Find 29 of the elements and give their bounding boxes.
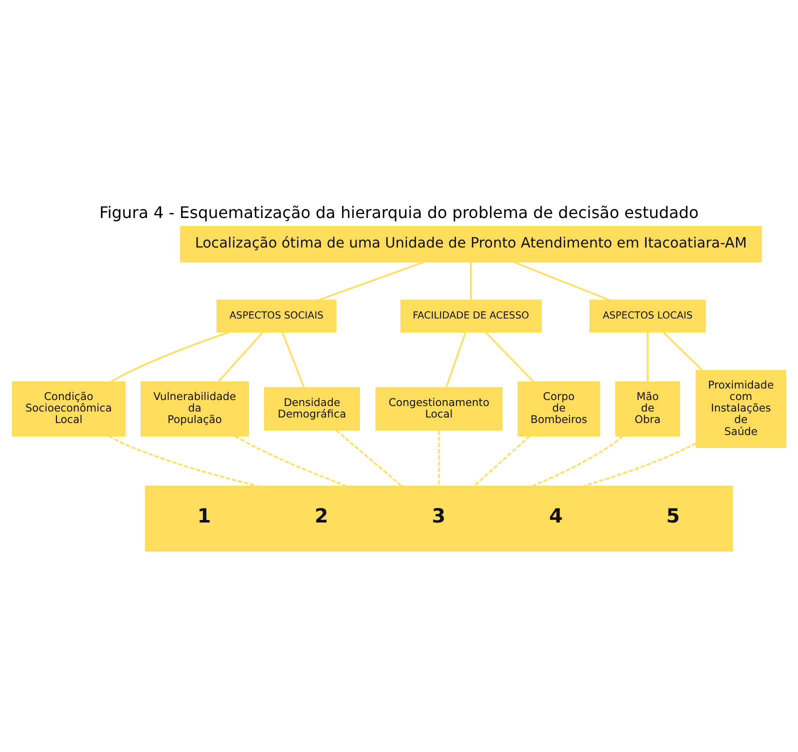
node-box: Condição Socioeconômica Local: [12, 380, 126, 436]
node-box: FACILIDADE DE ACESSO: [400, 299, 542, 332]
node-box: Congestionamento Local: [375, 386, 502, 430]
connector: [662, 331, 703, 370]
node-box: Corpo de Bombeiros: [518, 380, 600, 436]
connector: [470, 262, 472, 300]
connector: [532, 434, 624, 486]
connector: [218, 331, 264, 382]
node-box: ASPECTOS LOCAIS: [589, 299, 706, 332]
connector: [474, 435, 530, 486]
connector: [438, 430, 440, 485]
connector: [646, 332, 649, 382]
connector: [336, 429, 402, 486]
node-box: Densidade Demográfica: [264, 386, 360, 430]
diagram-title: Figura 4 - Esquematização da hierarquia do problema de decisão estudado: [99, 202, 699, 222]
connector: [108, 434, 257, 486]
node-box: Mão de Obra: [615, 380, 680, 436]
connector: [318, 260, 424, 300]
connector: [513, 260, 610, 300]
node-box: ASPECTOS SOCIAIS: [216, 299, 336, 332]
node-box: Localização ótima de uma Unidade de Pronto Atendimento em Itacoatiara-AM: [180, 225, 762, 262]
connector: [234, 434, 346, 486]
connector: [584, 442, 696, 486]
connector: [110, 330, 230, 382]
connector: [282, 332, 305, 388]
connector: [445, 332, 466, 388]
connector: [485, 331, 534, 382]
node-box: Vulnerabilidade da População: [140, 380, 249, 436]
node-box: Proximidade com Instalações de Saúde: [696, 369, 786, 448]
